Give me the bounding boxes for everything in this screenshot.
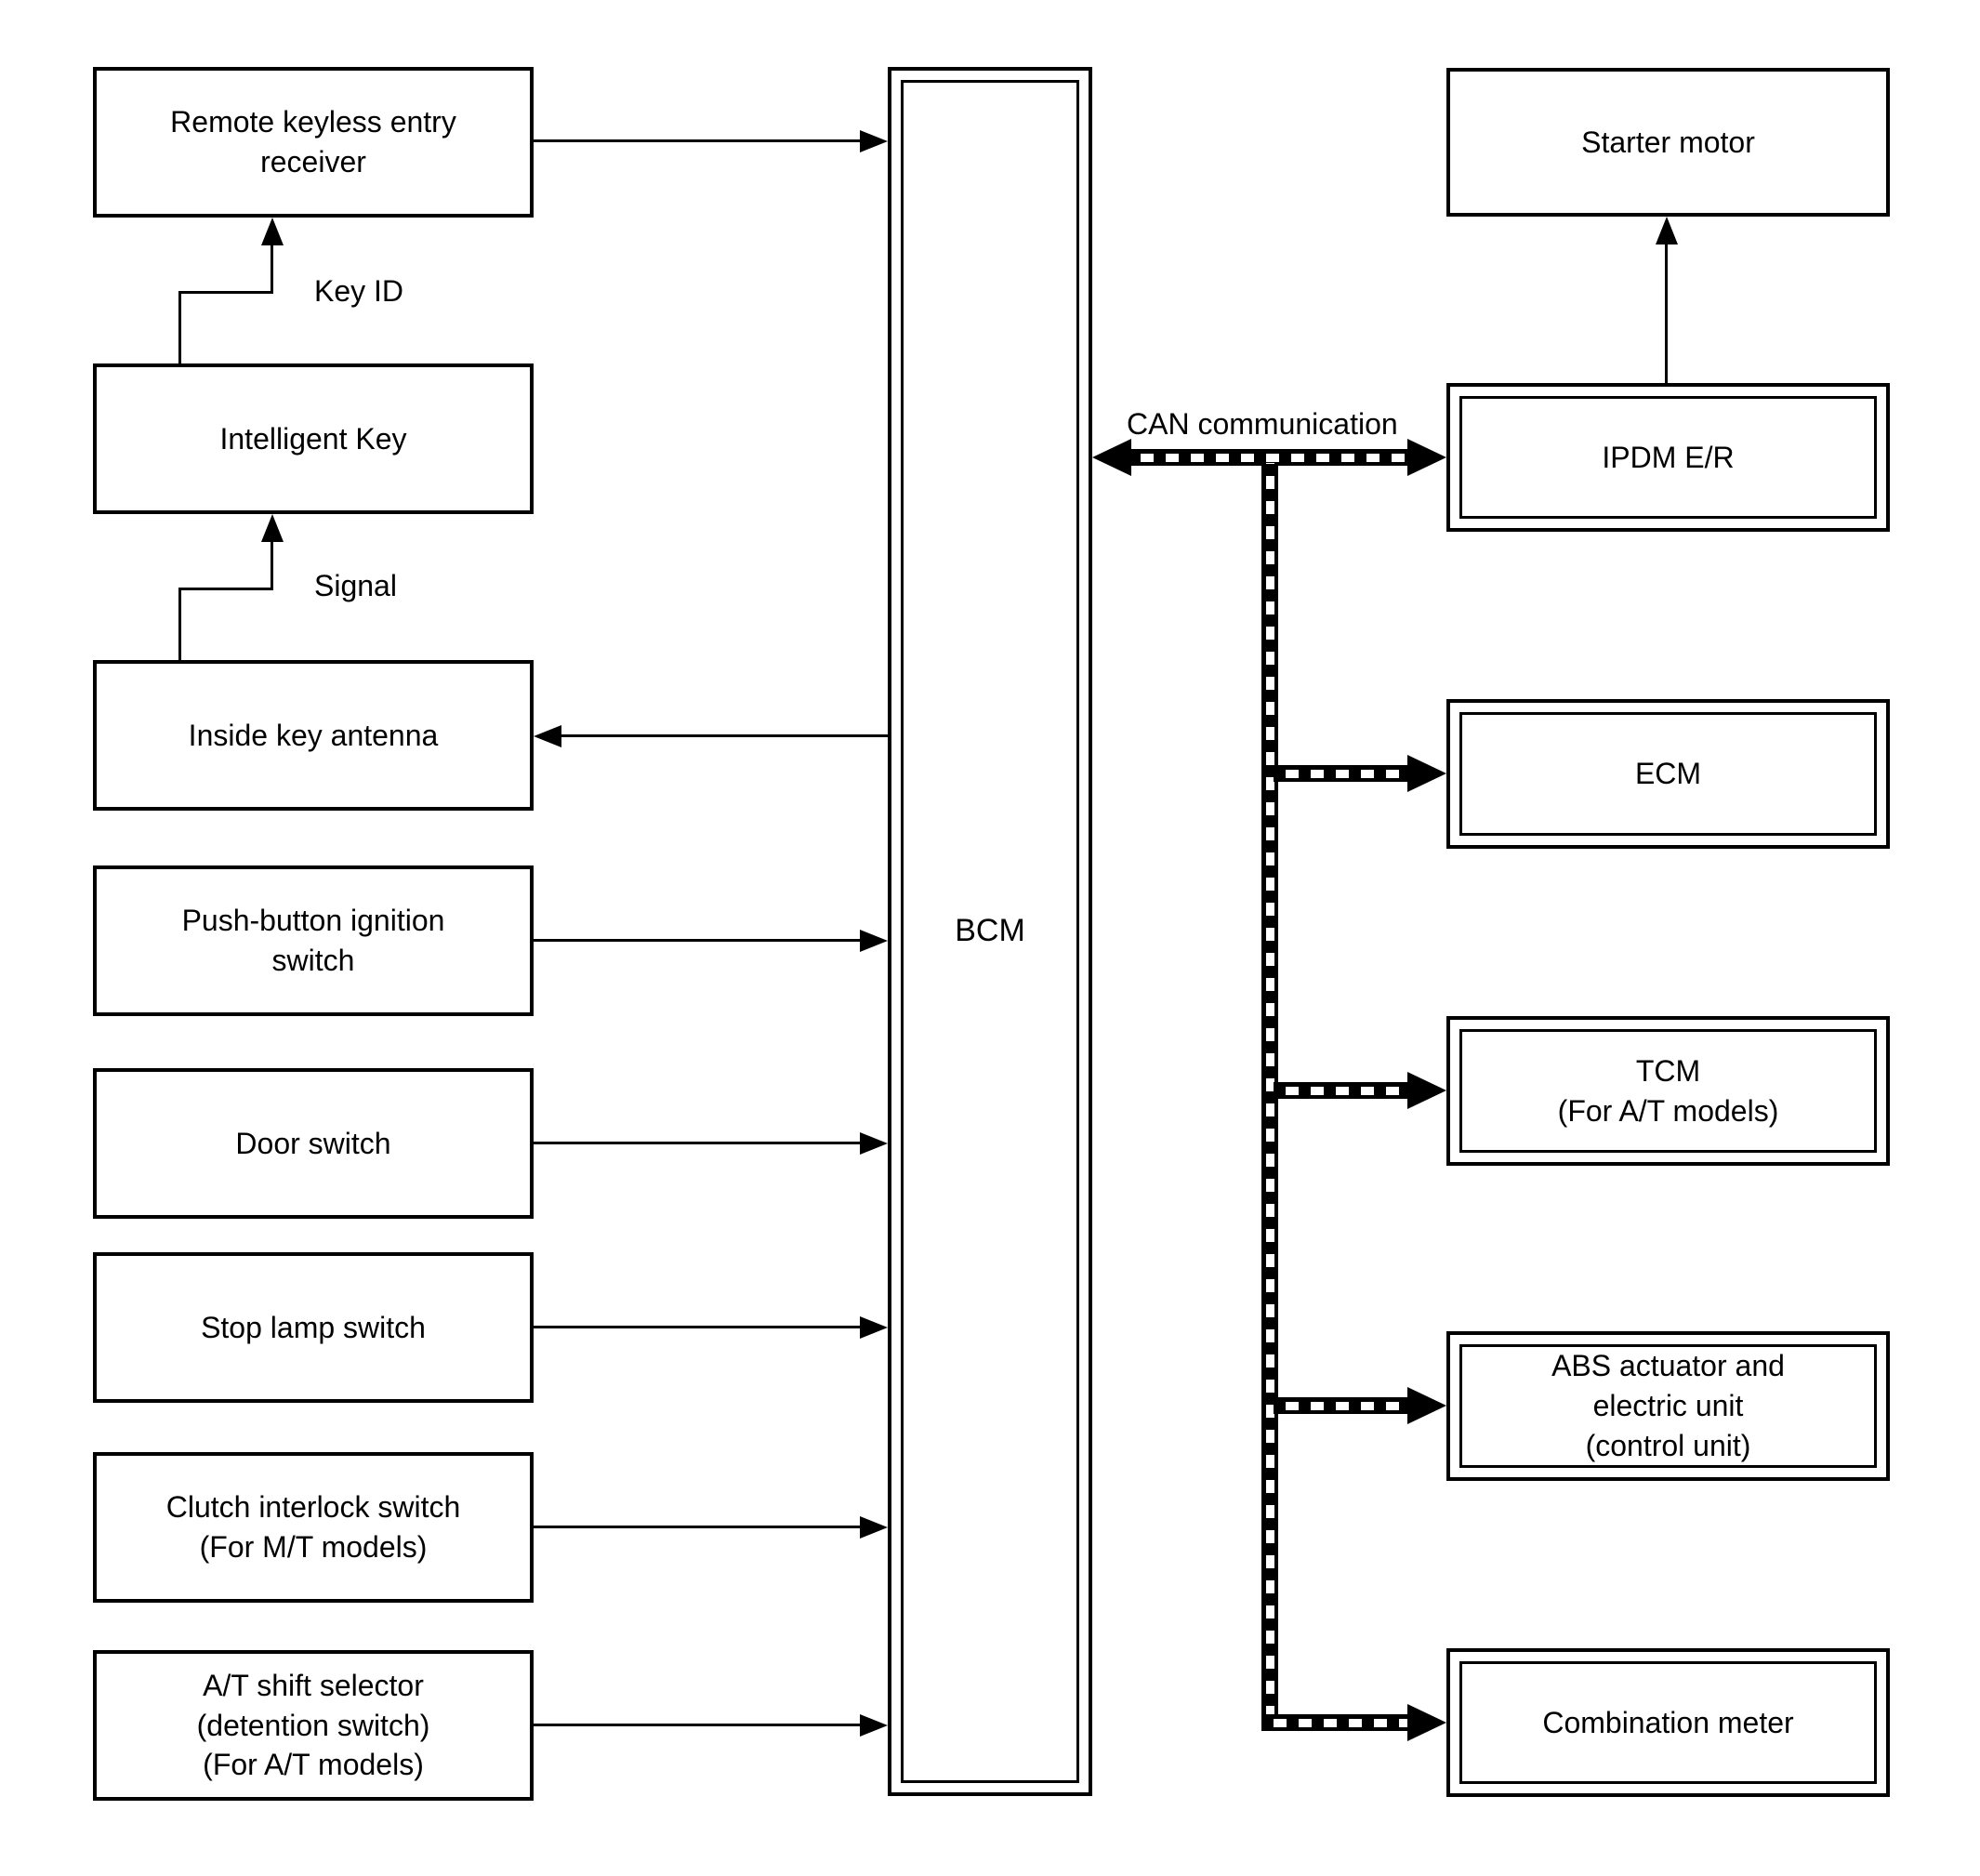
can-bus-line bbox=[1129, 449, 1409, 466]
node-abs-actuator: ABS actuator and electric unit (control … bbox=[1446, 1331, 1890, 1481]
can-arrowhead-right-icon bbox=[1407, 439, 1446, 476]
line bbox=[1665, 242, 1668, 383]
arrowhead-up-icon bbox=[1656, 217, 1678, 244]
node-tcm-inner-border: TCM (For A/T models) bbox=[1459, 1029, 1877, 1153]
node-clutch-interlock-switch: Clutch interlock switch (For M/T models) bbox=[93, 1452, 534, 1603]
node-ecm: ECM bbox=[1446, 699, 1890, 849]
node-stop-lamp-switch: Stop lamp switch bbox=[93, 1252, 534, 1403]
line bbox=[534, 1526, 862, 1528]
node-push-button-ignition-switch: Push-button ignition switch bbox=[93, 865, 534, 1016]
node-label: BCM bbox=[955, 913, 1025, 949]
can-arrowhead-left-icon bbox=[1092, 439, 1131, 476]
line bbox=[534, 139, 862, 142]
arrowhead-right-icon bbox=[860, 1316, 888, 1339]
node-abs-actuator-inner-border: ABS actuator and electric unit (control … bbox=[1459, 1344, 1877, 1468]
node-label: Door switch bbox=[235, 1126, 391, 1160]
node-label: A/T shift selector (detention switch) (F… bbox=[196, 1668, 430, 1782]
label-key-id: Key ID bbox=[314, 274, 404, 308]
line bbox=[534, 1724, 862, 1726]
can-bus-line bbox=[1274, 1082, 1409, 1099]
node-ipdm-er-inner-border: IPDM E/R bbox=[1459, 396, 1877, 519]
node-combination-meter-inner-border: Combination meter bbox=[1459, 1661, 1877, 1784]
line bbox=[534, 939, 862, 942]
can-bus-line bbox=[1261, 1714, 1409, 1731]
node-ipdm-er: IPDM E/R bbox=[1446, 383, 1890, 532]
can-arrowhead-right-icon bbox=[1407, 1704, 1446, 1741]
node-door-switch: Door switch bbox=[93, 1068, 534, 1219]
node-bcm-inner-border: BCM bbox=[901, 80, 1079, 1783]
node-label: Remote keyless entry receiver bbox=[170, 105, 456, 178]
node-label: Stop lamp switch bbox=[201, 1310, 426, 1344]
label-signal: Signal bbox=[314, 569, 397, 602]
line bbox=[560, 734, 888, 737]
can-arrowhead-right-icon bbox=[1407, 755, 1446, 792]
line bbox=[534, 1326, 862, 1328]
arrowhead-right-icon bbox=[860, 1516, 888, 1539]
can-bus-line bbox=[1274, 1397, 1409, 1414]
node-bcm: BCM bbox=[888, 67, 1092, 1796]
node-ecm-inner-border: ECM bbox=[1459, 712, 1877, 836]
node-label: ABS actuator and electric unit (control … bbox=[1551, 1349, 1785, 1462]
node-label: TCM (For A/T models) bbox=[1557, 1053, 1779, 1128]
line bbox=[178, 291, 181, 363]
label-can-communication: CAN communication bbox=[1127, 407, 1398, 441]
line bbox=[178, 291, 273, 294]
node-label: Clutch interlock switch (For M/T models) bbox=[165, 1490, 461, 1564]
arrowhead-right-icon bbox=[860, 930, 888, 952]
line bbox=[271, 240, 273, 294]
node-inside-key-antenna: Inside key antenna bbox=[93, 660, 534, 811]
node-label: Inside key antenna bbox=[188, 718, 439, 752]
node-starter-motor: Starter motor bbox=[1446, 68, 1890, 217]
node-label: ECM bbox=[1634, 757, 1702, 791]
line bbox=[178, 588, 273, 590]
line bbox=[534, 1142, 862, 1144]
can-arrowhead-right-icon bbox=[1407, 1072, 1446, 1109]
node-label: Intelligent Key bbox=[219, 421, 407, 456]
can-arrowhead-right-icon bbox=[1407, 1387, 1446, 1424]
node-label: Combination meter bbox=[1542, 1705, 1794, 1739]
node-combination-meter: Combination meter bbox=[1446, 1648, 1890, 1797]
line bbox=[271, 536, 273, 589]
arrowhead-right-icon bbox=[860, 1132, 888, 1155]
arrowhead-right-icon bbox=[860, 1714, 888, 1737]
node-intelligent-key: Intelligent Key bbox=[93, 363, 534, 514]
node-remote-keyless-entry-receiver: Remote keyless entry receiver bbox=[93, 67, 534, 218]
arrowhead-right-icon bbox=[860, 130, 888, 152]
node-label: Starter motor bbox=[1581, 125, 1755, 159]
arrowhead-left-icon bbox=[534, 725, 561, 747]
line bbox=[178, 588, 181, 660]
node-at-shift-selector: A/T shift selector (detention switch) (F… bbox=[93, 1650, 534, 1801]
node-tcm: TCM (For A/T models) bbox=[1446, 1016, 1890, 1166]
node-label: Push-button ignition switch bbox=[181, 904, 445, 977]
node-label: IPDM E/R bbox=[1602, 440, 1735, 474]
can-bus-line bbox=[1274, 765, 1409, 782]
